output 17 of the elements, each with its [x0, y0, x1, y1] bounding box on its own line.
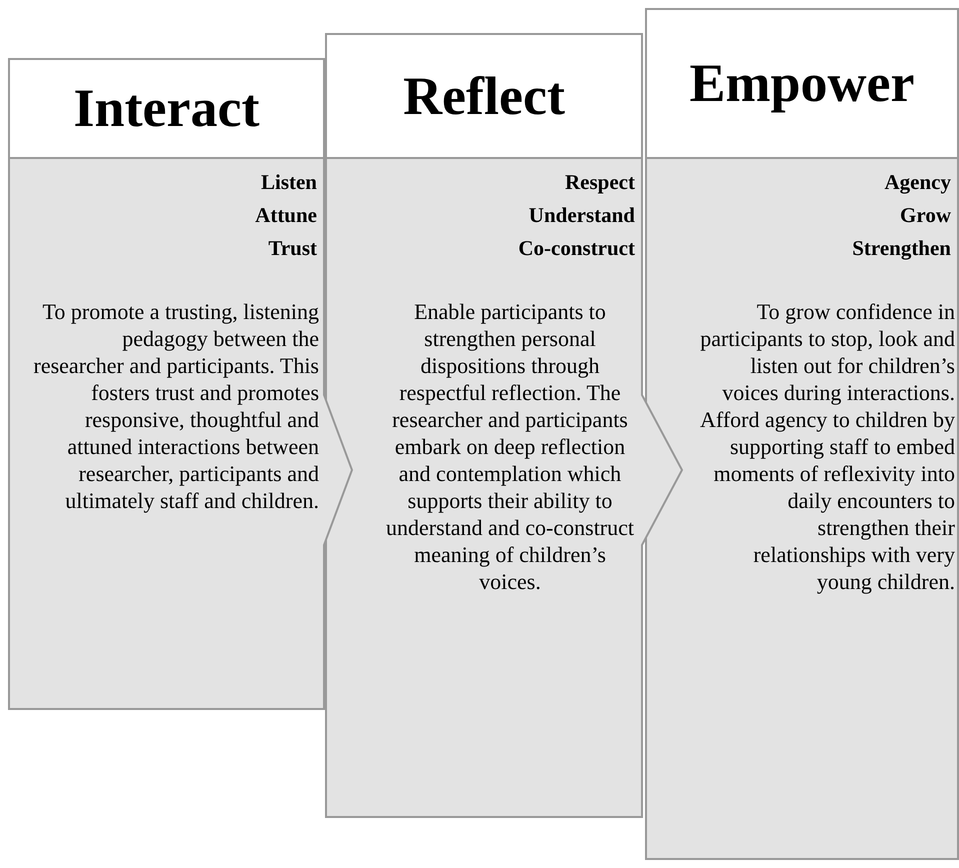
keyword: Respect — [565, 170, 635, 195]
keyword: Grow — [900, 203, 951, 228]
keyword: Understand — [528, 203, 635, 228]
keyword: Co-construct — [518, 236, 635, 261]
keyword: Agency — [884, 170, 951, 195]
description-text: To promote a trusting, listening pedagogy between the researcher and participants. This fosters trust and promotes responsive, thoughtful and attuned interactions between researcher, participants and ultimately staff and children. — [32, 298, 319, 514]
keyword: Listen — [260, 170, 317, 195]
column-panel — [8, 58, 353, 710]
column-heading: Empower — [690, 52, 914, 114]
description-text: Enable participants to strengthen personal dispositions through respectful reflection. The researcher and participants embark on deep reflection and contemplation which supports their ability to understand and co-construct meaning of children’s voices. — [385, 298, 635, 595]
column-heading: Reflect — [403, 64, 565, 126]
description-text: To grow confidence in participants to stop, look and listen out for children’s voices during interactions. Afford agency to children by supporting staff to embed moments of reflexivity into daily encounters to strengthen their relationships with very young children. — [700, 298, 955, 595]
column-heading: Interact — [74, 77, 260, 139]
keyword: Trust — [268, 236, 317, 261]
keyword: Attune — [255, 203, 317, 228]
keyword: Strengthen — [852, 236, 951, 261]
column-panel — [645, 8, 959, 860]
